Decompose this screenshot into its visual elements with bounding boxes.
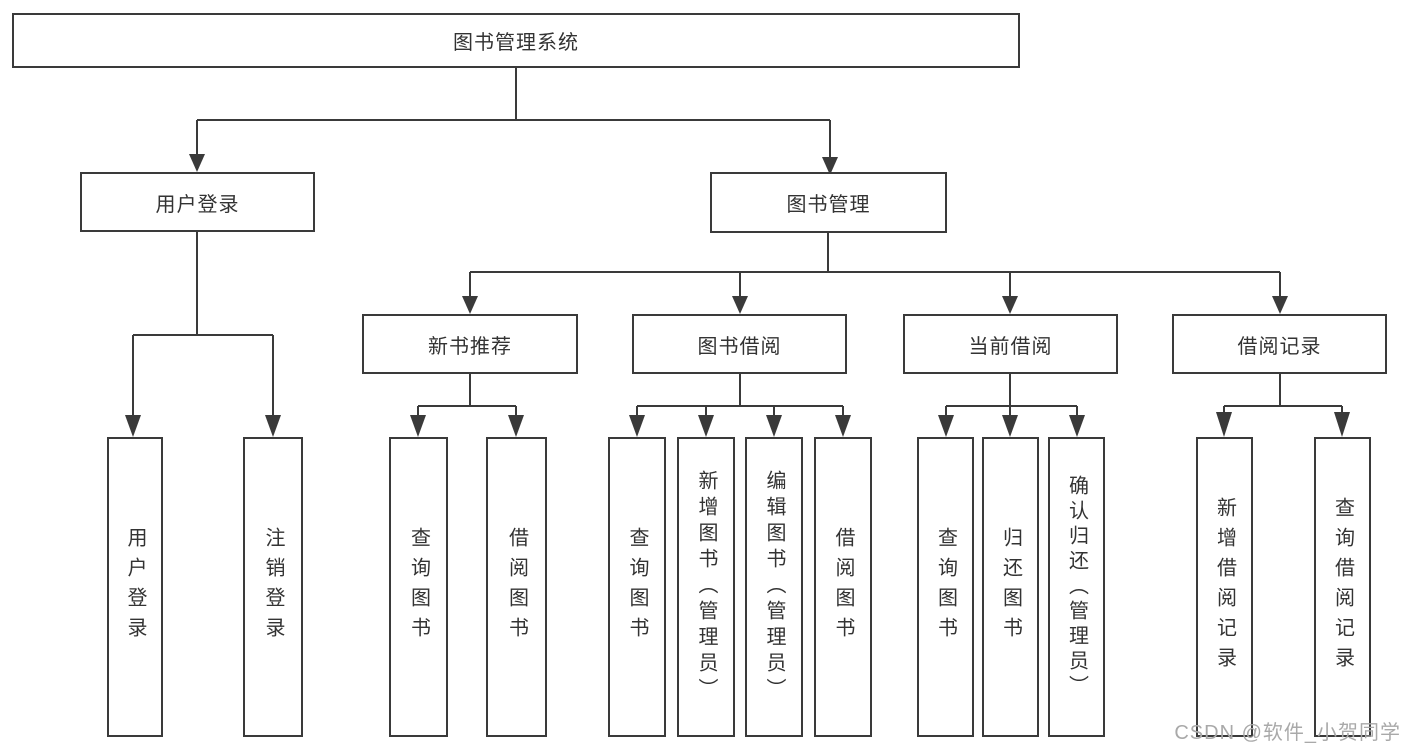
node-leaf-confirm-return-admin-label: 确认归还（管理员） bbox=[1065, 474, 1088, 700]
node-leaf-query-book-current: 查询图书 bbox=[917, 437, 974, 737]
node-book-management-label: 图书管理 bbox=[786, 194, 871, 216]
node-leaf-confirm-return-admin: 确认归还（管理员） bbox=[1048, 437, 1105, 737]
node-leaf-borrow-book-recommend: 借阅图书 bbox=[486, 437, 547, 737]
node-book-borrowing: 图书借阅 bbox=[632, 314, 847, 374]
node-leaf-return-book: 归还图书 bbox=[982, 437, 1039, 737]
node-leaf-query-book-current-label: 查询图书 bbox=[934, 527, 957, 647]
node-book-borrowing-label: 图书借阅 bbox=[697, 335, 782, 358]
node-leaf-query-book-borrow-label: 查询图书 bbox=[626, 527, 648, 647]
node-leaf-add-book-admin-label: 新增图书（管理员） bbox=[695, 470, 717, 704]
node-leaf-add-borrow-record-label: 新增借阅记录 bbox=[1213, 497, 1236, 677]
node-leaf-user-login-label: 用户登录 bbox=[124, 527, 146, 647]
node-leaf-query-book-recommend: 查询图书 bbox=[389, 437, 448, 737]
node-leaf-borrow-book: 借阅图书 bbox=[814, 437, 872, 737]
node-leaf-edit-book-admin: 编辑图书（管理员） bbox=[745, 437, 803, 737]
node-library-system-label: 图书管理系统 bbox=[453, 32, 579, 54]
node-borrowing-records: 借阅记录 bbox=[1172, 314, 1387, 374]
node-borrowing-records-label: 借阅记录 bbox=[1237, 335, 1322, 358]
node-leaf-query-borrow-record: 查询借阅记录 bbox=[1314, 437, 1371, 737]
node-leaf-borrow-book-recommend-label: 借阅图书 bbox=[505, 527, 528, 647]
node-book-management: 图书管理 bbox=[710, 172, 947, 233]
node-leaf-query-book-borrow: 查询图书 bbox=[608, 437, 666, 737]
node-leaf-add-borrow-record: 新增借阅记录 bbox=[1196, 437, 1253, 737]
node-current-borrowing-label: 当前借阅 bbox=[968, 335, 1053, 358]
node-user-login-label: 用户登录 bbox=[155, 193, 240, 216]
csdn-watermark: CSDN @软件_小贺同学 bbox=[1174, 722, 1401, 744]
node-new-book-recommend-label: 新书推荐 bbox=[428, 335, 512, 358]
node-leaf-query-book-recommend-label: 查询图书 bbox=[407, 527, 430, 647]
node-leaf-logout-label: 注销登录 bbox=[262, 527, 284, 647]
node-current-borrowing: 当前借阅 bbox=[903, 314, 1118, 374]
node-leaf-logout: 注销登录 bbox=[243, 437, 303, 737]
node-leaf-return-book-label: 归还图书 bbox=[999, 527, 1022, 647]
node-library-system: 图书管理系统 bbox=[12, 13, 1020, 68]
node-leaf-query-borrow-record-label: 查询借阅记录 bbox=[1331, 497, 1354, 677]
node-new-book-recommend: 新书推荐 bbox=[362, 314, 578, 374]
node-leaf-borrow-book-label: 借阅图书 bbox=[832, 527, 854, 647]
node-leaf-add-book-admin: 新增图书（管理员） bbox=[677, 437, 735, 737]
node-user-login: 用户登录 bbox=[80, 172, 315, 232]
node-leaf-user-login: 用户登录 bbox=[107, 437, 163, 737]
node-leaf-edit-book-admin-label: 编辑图书（管理员） bbox=[763, 470, 785, 704]
